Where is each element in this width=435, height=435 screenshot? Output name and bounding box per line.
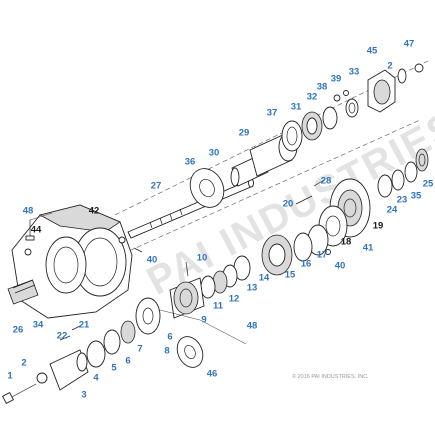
label-37: 37	[267, 108, 278, 119]
pin-39	[343, 90, 349, 96]
label-24: 24	[387, 205, 398, 216]
label-30: 30	[209, 148, 220, 159]
label-21: 21	[79, 320, 90, 331]
top-bolt	[25, 220, 35, 241]
label-41: 41	[363, 243, 374, 254]
label-34: 34	[33, 320, 44, 331]
bolt-21	[71, 325, 81, 331]
label-48-bottom: 48	[247, 321, 258, 332]
label-47: 47	[404, 39, 415, 50]
label-32: 32	[307, 92, 318, 103]
pinion-gear-9	[169, 277, 205, 319]
label-28: 28	[321, 176, 332, 187]
label-7: 7	[137, 344, 142, 355]
differential-housing	[7, 204, 133, 319]
copyright-text: © 2016 PAI INDUSTRIES, INC.	[292, 373, 369, 380]
label-27: 27	[151, 181, 162, 192]
label-20: 20	[283, 199, 294, 210]
label-16: 16	[301, 259, 312, 270]
label-13: 13	[247, 283, 258, 294]
label-18: 18	[341, 237, 352, 248]
label-40-left: 40	[147, 255, 158, 266]
label-2-top: 2	[387, 61, 392, 72]
ring-16	[293, 232, 313, 262]
label-48-top: 48	[23, 206, 34, 217]
label-9: 9	[201, 315, 206, 326]
pin-38	[333, 94, 341, 102]
label-3: 3	[81, 390, 86, 401]
label-4: 4	[93, 373, 99, 384]
label-36: 36	[185, 157, 196, 168]
label-19: 19	[373, 221, 384, 232]
label-6-lower: 6	[125, 356, 130, 367]
label-17: 17	[317, 250, 328, 261]
gasket-46	[176, 336, 204, 368]
bolt-40-left	[133, 247, 143, 253]
label-46: 46	[207, 369, 218, 380]
ring-35	[404, 161, 418, 183]
label-23: 23	[397, 195, 408, 206]
label-31: 31	[291, 102, 302, 113]
flange-8	[135, 297, 161, 335]
label-2-bottom: 2	[21, 358, 26, 369]
bolt-22	[59, 335, 71, 341]
ring-23	[391, 169, 405, 191]
label-22: 22	[57, 331, 68, 342]
gear-25	[415, 148, 429, 172]
bolt-1	[1, 383, 37, 405]
label-26: 26	[13, 325, 24, 336]
washer-33	[345, 98, 359, 118]
label-5: 5	[111, 363, 117, 374]
bolt-40-right	[325, 249, 331, 255]
label-14: 14	[259, 273, 270, 284]
label-6-upper: 6	[167, 332, 172, 343]
bearing-31	[301, 111, 323, 141]
label-11: 11	[213, 301, 224, 312]
gasket-plate	[189, 168, 225, 208]
yoke-3	[49, 349, 89, 391]
label-38: 38	[317, 82, 328, 93]
ring-11	[200, 275, 216, 299]
label-10: 10	[197, 253, 208, 264]
bolt-20	[295, 195, 313, 205]
label-45: 45	[367, 46, 378, 57]
label-44: 44	[31, 225, 42, 236]
ring-6	[103, 329, 121, 355]
label-40-right: 40	[335, 261, 346, 272]
washer-2	[36, 372, 48, 384]
end-cap	[367, 69, 396, 113]
nut-47	[414, 63, 424, 73]
ring-24	[377, 174, 393, 198]
bolt-28	[313, 179, 325, 187]
label-15: 15	[285, 270, 296, 281]
label-12: 12	[229, 294, 240, 305]
label-29: 29	[239, 128, 250, 139]
label-39: 39	[331, 74, 342, 85]
label-8: 8	[164, 346, 169, 357]
gear-15	[261, 234, 293, 276]
bolt-10	[185, 261, 189, 277]
label-25: 25	[423, 179, 434, 190]
label-1: 1	[7, 371, 13, 382]
bearing-7	[120, 320, 136, 344]
washer-32	[322, 106, 338, 130]
washer-top	[397, 68, 407, 84]
label-42: 42	[89, 206, 100, 217]
label-35: 35	[411, 191, 422, 202]
label-33: 33	[349, 67, 360, 78]
seal-ring	[281, 120, 303, 152]
seal-5	[86, 340, 106, 368]
